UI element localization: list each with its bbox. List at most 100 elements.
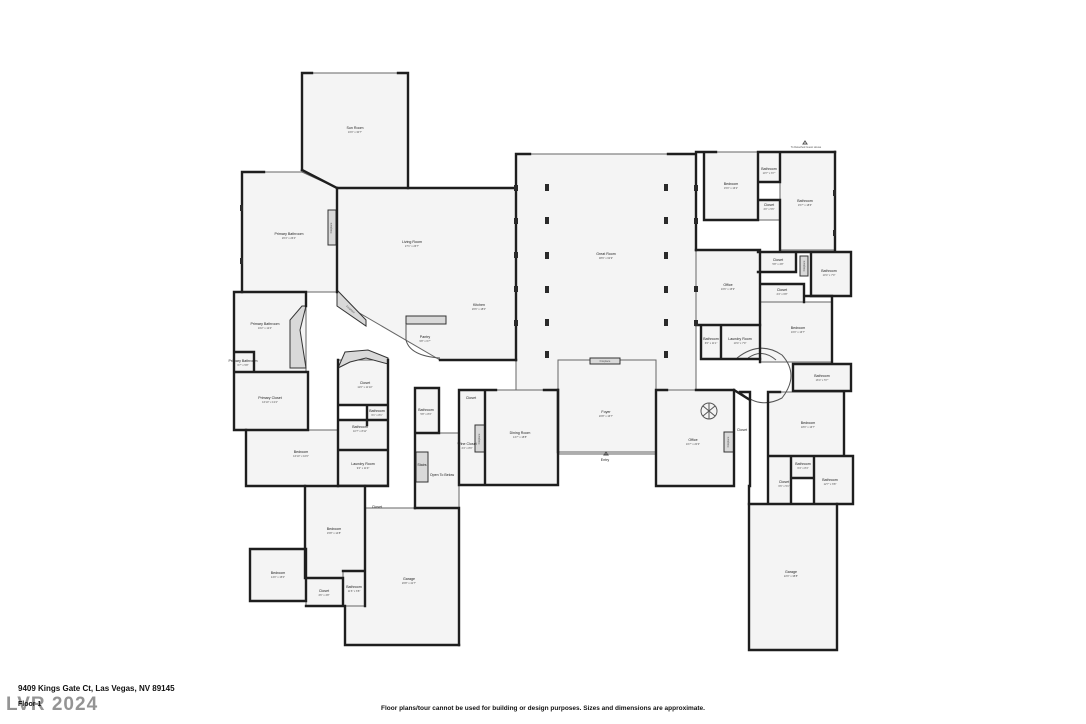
label-bedroom-b: Bedroom [724, 182, 739, 186]
dims-bathroom-c: 5'8" x 8'3" [420, 412, 431, 416]
dims-bedroom-a: 16'10" x 16'0" [293, 454, 309, 458]
dims-closet-a: 11'0" x 11'10" [357, 385, 372, 389]
bedroom-f [304, 485, 366, 579]
label-foyer: Foyer [601, 410, 611, 414]
label-closet-a: Closet [360, 381, 370, 385]
office-c [655, 389, 735, 487]
dining-room [484, 389, 559, 486]
label-primary-closet: Primary Closet [258, 396, 282, 400]
dims-pantry: 9'8" x 6'7" [419, 339, 430, 343]
dims-bedroom-b: 15'0" x 16'2" [724, 186, 738, 190]
dims-great-room: 38'9" x 62'9" [599, 256, 613, 260]
bedroom-b [703, 151, 759, 221]
label-bathroom-h: Bathroom [703, 337, 719, 341]
entry-arrow-icon [603, 451, 609, 456]
guest-house-arrow-icon [802, 140, 808, 145]
label-office-b: Office [723, 283, 732, 287]
dims-office-c: 16'7" x 20'3" [686, 442, 700, 446]
label-office-c: Office [688, 438, 697, 442]
stairs-fixture [415, 451, 429, 483]
closet-a [337, 359, 389, 406]
dims-office-b: 16'6" x 15'9" [721, 287, 735, 291]
label-fireplace-kitchen: Fireplace [345, 304, 356, 314]
dims-bedroom-c: 16'0" x 16'7" [791, 330, 805, 334]
dims-garage-right: 22'0" x 38'8" [784, 574, 798, 578]
label-closet-i: Closet [372, 505, 382, 509]
dims-closet-d: 4'0" x 5'6" [763, 207, 774, 211]
dims-primary-closet: 16'10" x 13'4" [262, 400, 278, 404]
label-bathroom-c: Bathroom [418, 408, 434, 412]
office-b [695, 249, 761, 326]
label-bedroom-d: Bedroom [801, 421, 816, 425]
label-fireplace-closet: Fireplace [802, 260, 806, 271]
label-bathroom-d: Bathroom [761, 167, 777, 171]
dims-bathroom-k: 12'7" x 6'8" [824, 482, 837, 486]
label-garage-right: Garage [785, 570, 797, 574]
label-wine-closet: Wine Closet [457, 442, 476, 446]
watermark: LVR 2024 [6, 694, 99, 715]
closet-e [757, 251, 797, 273]
label-primary-bathroom-top: Primary Bathroom [275, 232, 304, 236]
label-closet-h: Closet [779, 480, 789, 484]
label-bathroom-g: Bathroom [821, 269, 837, 273]
label-fireplace: Fireplace [600, 359, 611, 363]
label-bedroom-c: Bedroom [791, 326, 806, 330]
columns [240, 184, 836, 358]
label-bathroom-j: Bathroom [795, 462, 811, 466]
dims-bathroom-l: 11'6" x 6'8" [348, 589, 361, 593]
label-bathroom-a: Bathroom [369, 409, 385, 413]
label-bathroom-b: Bathroom [352, 425, 368, 429]
room-labels: Sun Room 16'0" x 30'7" Primary Bathroom … [229, 126, 838, 597]
label-living-room: Living Room [402, 240, 422, 244]
kitchen-island-corner [336, 288, 367, 327]
label-dining-room: Dining Room [510, 431, 531, 435]
office-spiral-steps [702, 403, 716, 419]
dims-bathroom-i: 16'4" x 5'7" [816, 378, 829, 382]
label-bathroom-l: Bathroom [346, 585, 362, 589]
dims-bathroom-d: 10'7" x 6'7" [763, 171, 776, 175]
dims-bathroom-j: 6'4" x 8'4" [797, 466, 808, 470]
label-laundry-room-b: Laundry Room [728, 337, 752, 341]
label-closet-b: Closet [466, 396, 476, 400]
dims-laundry-room-a: 9'4" x 11'9" [357, 466, 370, 470]
bath-e-cabinet [799, 255, 809, 277]
label-pantry: Pantry [420, 335, 431, 339]
fixtures [289, 209, 809, 483]
label-great-room: Great Room [596, 252, 616, 256]
label-garage-left: Garage [403, 577, 415, 581]
label-open-to-below: Open To Below [430, 473, 455, 477]
dims-wine-closet: 4'4" x 8'0" [461, 446, 472, 450]
dims-bathroom-h: 6'0" x 11'1" [705, 341, 718, 345]
bedroom-a [245, 429, 339, 487]
dims-laundry-room-b: 10'4" x 7'9" [734, 341, 747, 345]
label-primary-bathroom-small: Primary Bathroom [229, 359, 258, 363]
dims-bathroom-g: 10'4" x 7'0" [823, 273, 836, 277]
label-bedroom-a: Bedroom [294, 450, 309, 454]
label-bedroom-g: Bedroom [271, 571, 286, 575]
label-closet-d: Closet [764, 203, 774, 207]
dims-primary-bathroom-left: 16'2" x 12'4" [258, 326, 272, 330]
dims-dining-room: 14'7" x 18'8" [513, 435, 527, 439]
label-bathroom-k: Bathroom [822, 478, 838, 482]
label-bedroom-f: Bedroom [327, 527, 342, 531]
label-entry: Entry [601, 458, 610, 462]
dims-kitchen: 26'6" x 18'0" [472, 307, 486, 311]
dims-closet-e: 5'8" x 4'8" [772, 262, 783, 266]
dims-bathroom-a: 6'1" x 8'1" [371, 413, 382, 417]
dims-closet-f: 4'4" x 6'8" [776, 292, 787, 296]
label-stairs: Stairs [417, 463, 426, 467]
walls [232, 71, 855, 652]
label-fireplace-dining: Fireplace [477, 433, 481, 444]
dims-living-room: 27'1" x 26'7" [405, 244, 419, 248]
dims-bedroom-g: 14'0" x 15'0" [271, 575, 285, 579]
foyer [557, 359, 657, 453]
label-to-guest-house: To Detached Guest House [791, 145, 822, 149]
disclaimer: Floor plans/tour cannot be used for buil… [381, 705, 705, 712]
label-bathroom-i: Bathroom [814, 374, 830, 378]
dims-bedroom-f: 15'8" x 14'8" [327, 531, 341, 535]
dims-bathroom-b: 10'7" x 8'11" [353, 429, 367, 433]
label-kitchen: Kitchen [473, 303, 485, 307]
label-closet-g: Closet [737, 428, 747, 432]
bedroom-d [767, 391, 845, 457]
